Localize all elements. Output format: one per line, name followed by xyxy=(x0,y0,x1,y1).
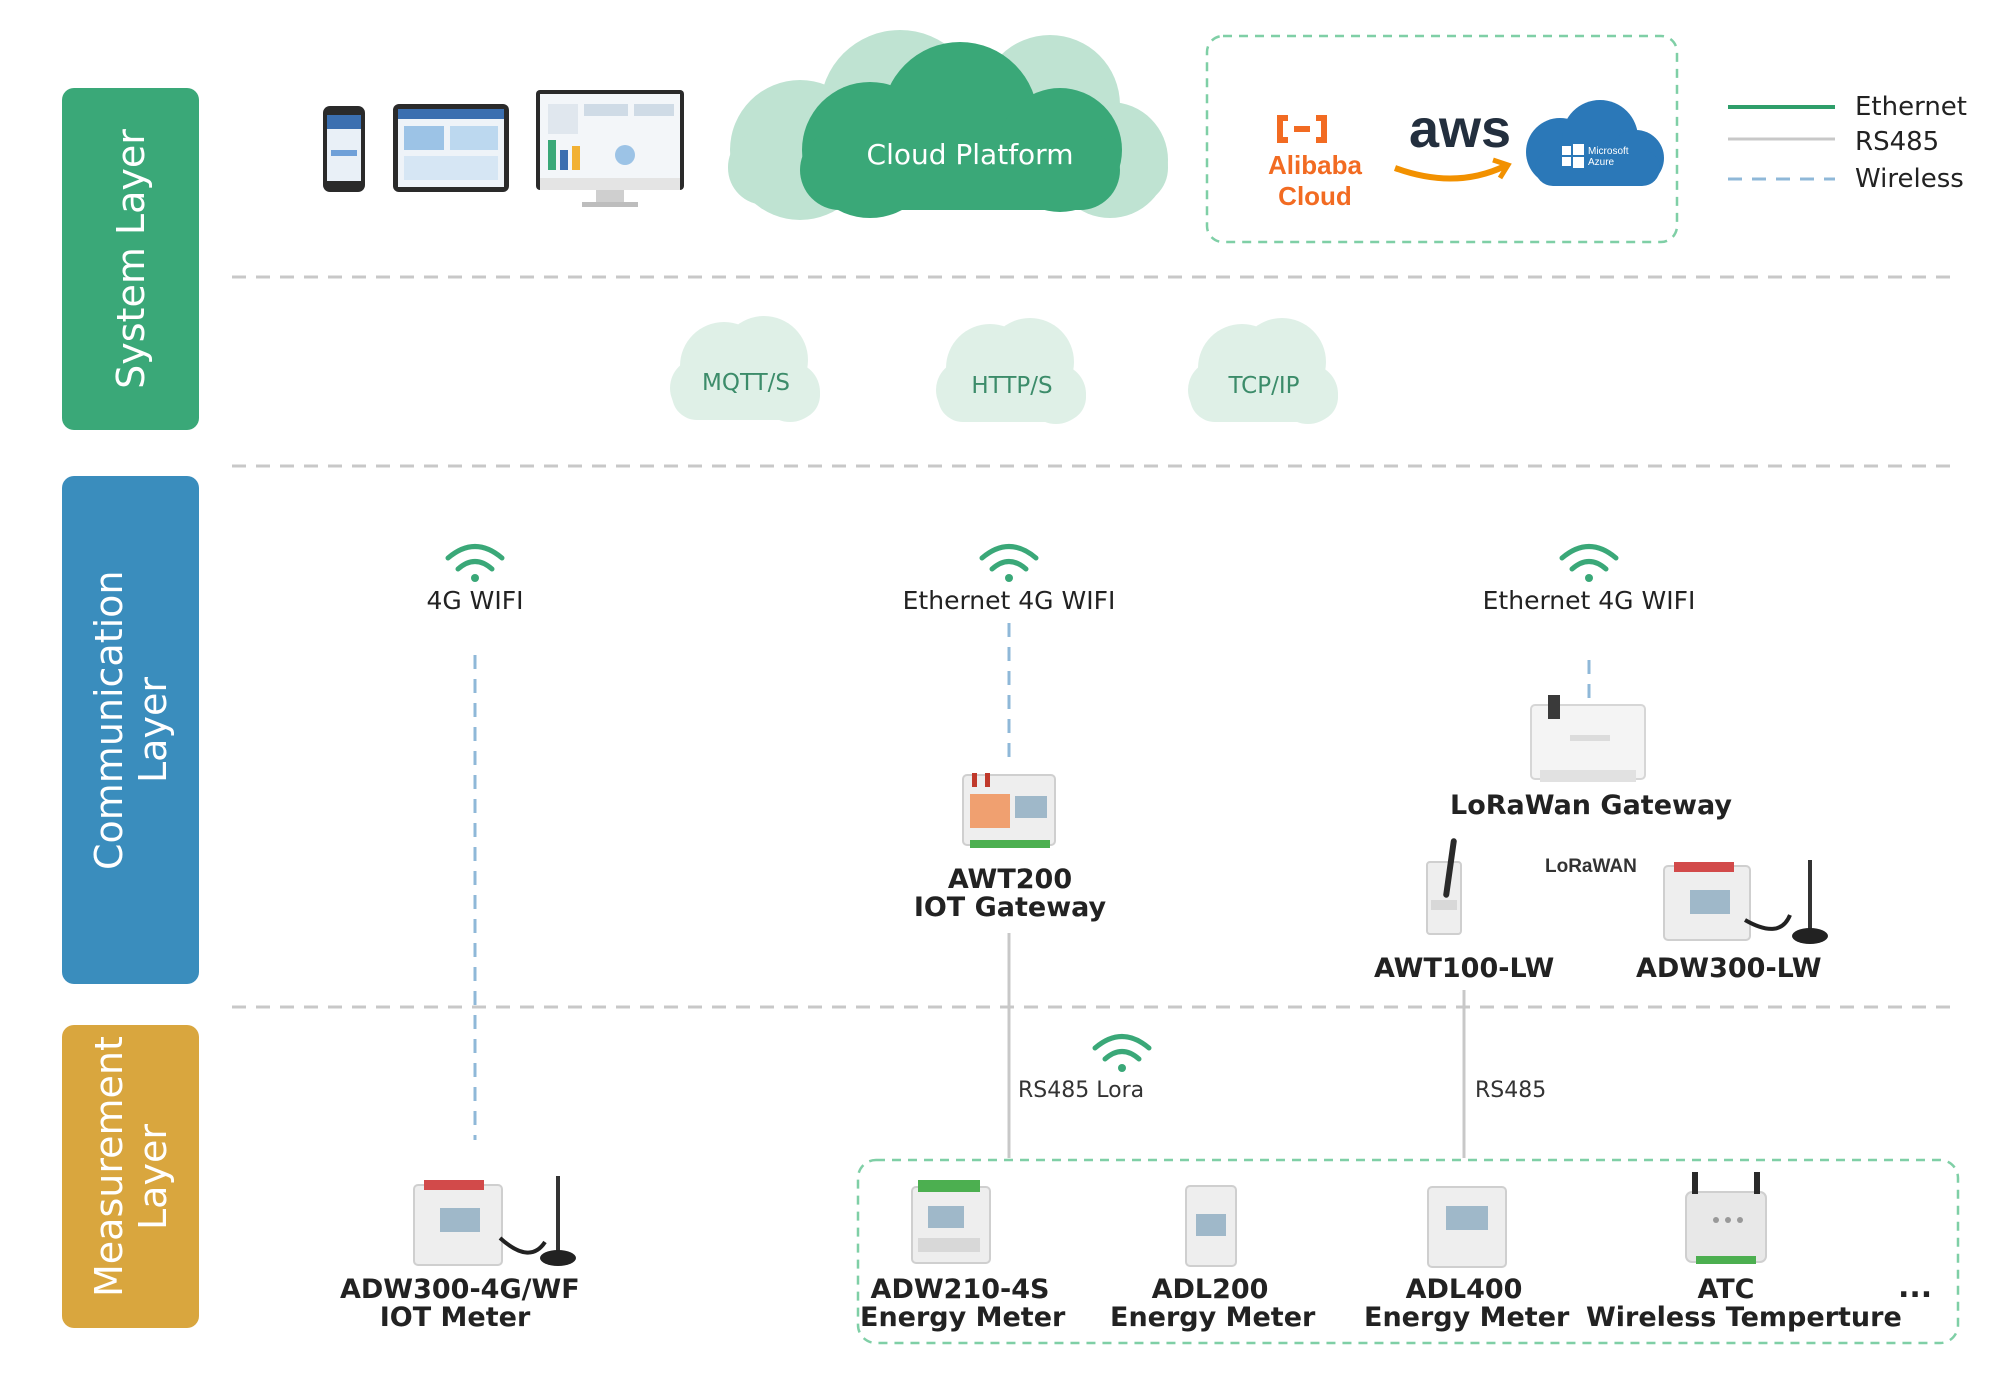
meter-group-box xyxy=(856,1158,1960,1345)
communication-layer-box: Communication Layer xyxy=(62,476,199,984)
aws-label: aws xyxy=(1408,99,1512,159)
wifi-icon-right xyxy=(1559,544,1619,582)
aws-arrow-icon xyxy=(1492,157,1512,180)
adw210-label-line2: Energy Meter xyxy=(860,1302,1066,1333)
adw300-lw-label: ADW300-LW xyxy=(1636,953,1822,984)
adl400-label: ADL400 Energy Meter xyxy=(1364,1274,1570,1333)
phone-device xyxy=(323,106,365,192)
system-layer-box: System Layer xyxy=(62,88,199,430)
awt200-gateway-device xyxy=(962,773,1056,848)
comm-label-right: Ethernet 4G WIFI xyxy=(1482,586,1696,615)
rs485-label: RS485 xyxy=(1475,1078,1547,1103)
system-layer-label: System Layer xyxy=(108,129,153,389)
legend-wireless-label: Wireless xyxy=(1855,164,1964,194)
azure-label-line2: Azure xyxy=(1588,157,1615,168)
wifi-icon-left xyxy=(445,544,505,582)
protocol-mqtt-label: MQTT/S xyxy=(702,370,790,396)
communication-layer-label: Communication Layer xyxy=(86,570,175,870)
cloud-platform-shape xyxy=(728,30,1168,220)
tablet-device xyxy=(393,104,509,192)
legend-rs485-label: RS485 xyxy=(1855,127,1940,157)
adw300-4g-label: ADW300-4G/WF IOT Meter xyxy=(340,1274,580,1333)
awt200-label-line1: AWT200 xyxy=(947,864,1073,895)
atc-sensor-device xyxy=(1685,1172,1767,1264)
alibaba-cloud-label: Alibaba Cloud xyxy=(1268,150,1362,211)
monitor-device xyxy=(536,90,684,207)
azure-label-line1: Microsoft xyxy=(1588,146,1629,157)
atc-label-line1: ATC xyxy=(1697,1274,1755,1305)
protocol-cloud-http xyxy=(936,318,1086,424)
alibaba-cloud-icon xyxy=(1277,115,1327,143)
wifi-icon-lora xyxy=(1092,1034,1152,1072)
adw210-label: ADW210-4S Energy Meter xyxy=(860,1274,1066,1333)
measurement-layer-label: Measurement Layer xyxy=(86,1035,175,1297)
adw210-label-line1: ADW210-4S xyxy=(870,1274,1050,1305)
awt200-label: AWT200 IOT Gateway xyxy=(900,866,1120,922)
protocol-tcp-label: TCP/IP xyxy=(1228,373,1300,399)
rs485-lora-label: RS485 Lora xyxy=(1018,1078,1145,1103)
adl400-label-line1: ADL400 xyxy=(1405,1274,1523,1305)
adl200-label-line2: Energy Meter xyxy=(1110,1302,1316,1333)
azure-cloud-icon xyxy=(1526,100,1664,186)
adl400-meter-device xyxy=(1427,1186,1507,1268)
protocol-cloud-tcp xyxy=(1188,318,1338,424)
adl200-label: ADL200 Energy Meter xyxy=(1110,1274,1316,1333)
windows-logo-icon xyxy=(1562,144,1584,168)
more-meters-ellipsis: ... xyxy=(1898,1270,1933,1305)
adl400-label-line2: Energy Meter xyxy=(1364,1302,1570,1333)
adl200-label-line1: ADL200 xyxy=(1151,1274,1269,1305)
awt100-lw-label: AWT100-LW xyxy=(1374,953,1555,984)
awt100-lw-device xyxy=(1426,838,1462,935)
awt200-label-line2: IOT Gateway xyxy=(913,892,1107,923)
lorawan-gateway-device xyxy=(1530,695,1646,782)
comm-label-middle: Ethernet 4G WIFI xyxy=(902,586,1116,615)
wifi-icon-middle xyxy=(979,544,1039,582)
aws-smile-icon xyxy=(1393,163,1507,182)
adw300-4g-label-line2: IOT Meter xyxy=(379,1302,531,1333)
lorawan-logo: LoRaWAN xyxy=(1545,856,1637,877)
comm-label-left: 4G WIFI xyxy=(426,586,524,615)
lorawan-gateway-label: LoRaWan Gateway xyxy=(1450,790,1732,821)
atc-label-line2: Wireless Temperture xyxy=(1586,1302,1902,1333)
cloud-platform-label: Cloud Platform xyxy=(866,138,1074,171)
adw300-4g-meter-device xyxy=(413,1176,576,1266)
provider-group-box xyxy=(1205,34,1679,244)
adl200-meter-device xyxy=(1185,1185,1237,1267)
legend-ethernet-label: Ethernet xyxy=(1855,92,1967,122)
adw300-4g-label-line1: ADW300-4G/WF xyxy=(340,1274,580,1305)
azure-label: Microsoft Azure xyxy=(1588,146,1629,168)
measurement-layer-box: Measurement Layer xyxy=(62,1025,199,1328)
adw300-lw-device xyxy=(1663,860,1828,944)
adw210-meter-device xyxy=(911,1180,991,1264)
protocol-cloud-mqtt xyxy=(670,316,820,422)
protocol-http-label: HTTP/S xyxy=(971,373,1053,399)
atc-label: ATC Wireless Temperture xyxy=(1586,1274,1902,1333)
